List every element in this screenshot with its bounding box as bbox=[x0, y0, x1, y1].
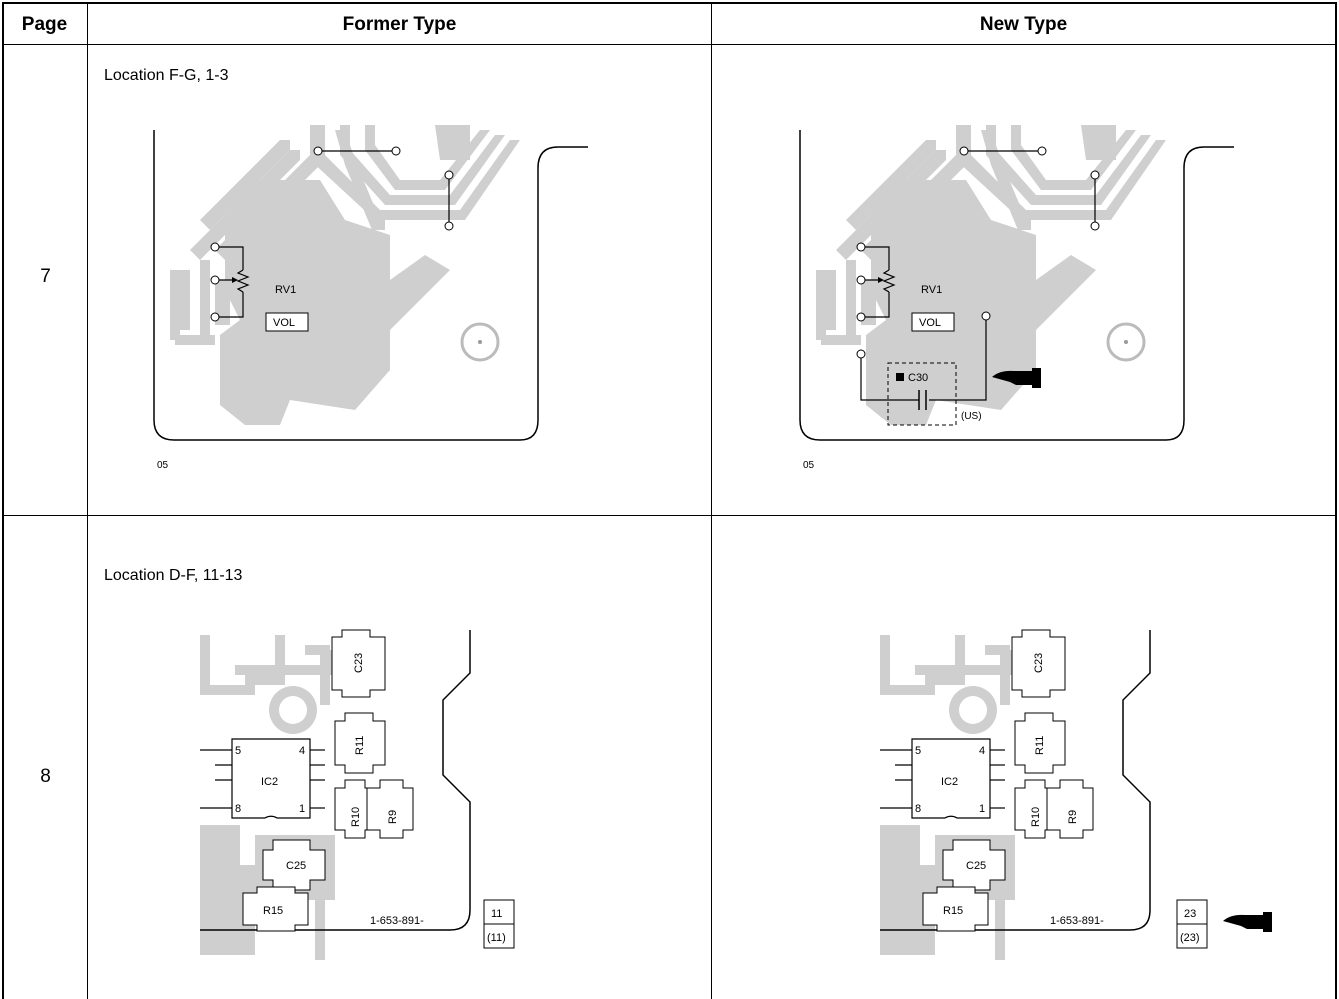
pin-8-label: 8 bbox=[915, 803, 921, 815]
pin-1-label: 1 bbox=[299, 803, 305, 815]
row-divider bbox=[2, 515, 1337, 516]
ic2-label: IC2 bbox=[261, 776, 278, 788]
r11-label: R11 bbox=[1034, 736, 1046, 755]
c30-label: C30 bbox=[908, 372, 928, 384]
board-corner-label: 05 bbox=[803, 460, 815, 470]
pcb-diagram-former-ic2: 5 4 8 1 IC2 C23 R11 R10 R9 C25 R15 1-653… bbox=[200, 629, 515, 960]
c23-label: C23 bbox=[1033, 653, 1045, 673]
pin-8-label: 8 bbox=[235, 803, 241, 815]
ref-page-number: 23 bbox=[1184, 908, 1196, 920]
pin-5-label: 5 bbox=[915, 745, 921, 757]
pin-1-label: 1 bbox=[979, 803, 985, 815]
board-corner-label: 05 bbox=[157, 460, 169, 470]
location-label: Location F-G, 1-3 bbox=[104, 67, 229, 84]
header-row-divider bbox=[2, 44, 1337, 45]
table-border-top bbox=[2, 2, 1337, 4]
column-divider-1 bbox=[87, 2, 88, 999]
pcb-diagram-new-ic2: 5 4 8 1 IC2 C23 R11 R10 R9 C25 R15 1-653… bbox=[880, 629, 1272, 960]
table-border-left bbox=[2, 2, 4, 999]
pointing-hand-icon bbox=[992, 368, 1041, 388]
page-number-8: 8 bbox=[40, 766, 51, 787]
r15-label: R15 bbox=[943, 905, 963, 917]
table-border-right bbox=[1335, 2, 1337, 999]
board-number: 1-653-891- bbox=[370, 915, 424, 927]
ref-page-number-paren: (11) bbox=[487, 932, 506, 944]
header-former-type: Former Type bbox=[342, 14, 457, 35]
vol-label: VOL bbox=[919, 317, 941, 329]
ref-page-number: 11 bbox=[491, 908, 502, 920]
column-divider-2 bbox=[711, 2, 712, 999]
r10-label: R10 bbox=[1030, 807, 1042, 827]
pin-4-label: 4 bbox=[979, 745, 985, 757]
r11-label: R11 bbox=[354, 736, 366, 755]
region-label: (US) bbox=[961, 411, 982, 422]
r9-label: R9 bbox=[387, 810, 399, 824]
r9-label: R9 bbox=[1067, 810, 1079, 824]
r15-label: R15 bbox=[263, 905, 283, 917]
ic2-label: IC2 bbox=[941, 776, 958, 788]
pcb-diagram-former-rv1: RV1 VOL 05 bbox=[153, 125, 588, 470]
pin-5-label: 5 bbox=[235, 745, 241, 757]
rv1-label: RV1 bbox=[921, 284, 942, 296]
rv1-label: RV1 bbox=[275, 284, 296, 296]
header-page: Page bbox=[21, 14, 68, 35]
page-number-7: 7 bbox=[40, 266, 51, 287]
header-new-type: New Type bbox=[979, 14, 1068, 35]
c25-label: C25 bbox=[286, 860, 306, 872]
pin-4-label: 4 bbox=[299, 745, 305, 757]
c25-label: C25 bbox=[966, 860, 986, 872]
ref-page-number-paren: (23) bbox=[1180, 932, 1200, 944]
vol-label: VOL bbox=[273, 317, 295, 329]
location-label: Location D-F, 11-13 bbox=[104, 567, 243, 584]
pointing-hand-icon bbox=[1223, 912, 1272, 932]
r10-label: R10 bbox=[350, 807, 362, 827]
board-number: 1-653-891- bbox=[1050, 915, 1104, 927]
pcb-diagram-new-rv1: RV1 VOL C30 (US) 05 bbox=[799, 125, 1234, 470]
c23-label: C23 bbox=[353, 653, 365, 673]
